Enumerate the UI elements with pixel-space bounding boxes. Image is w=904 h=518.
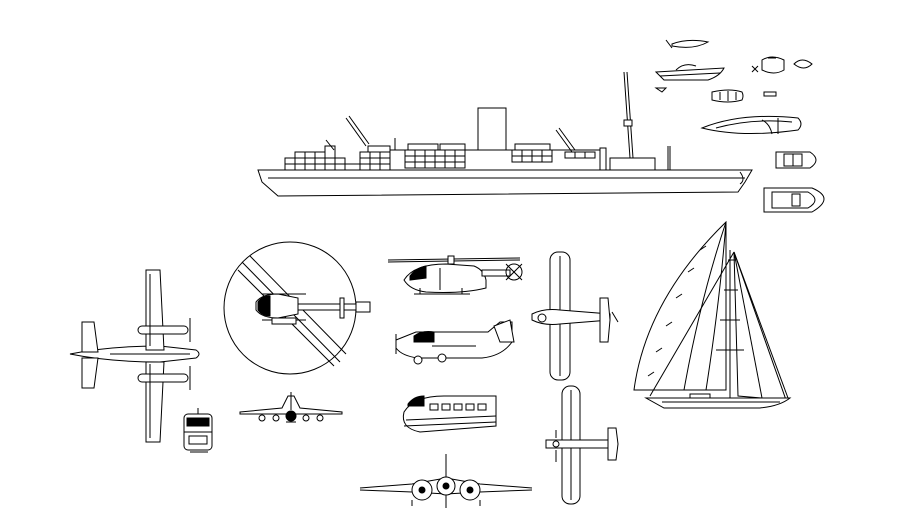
airplane-icon	[532, 252, 618, 380]
helicopter-icon	[388, 256, 522, 294]
train-icon	[184, 408, 212, 452]
train-icon	[403, 396, 496, 432]
speedboat-icon	[656, 40, 824, 212]
airplane-icon	[360, 454, 532, 508]
cargo-ship-icon	[258, 72, 752, 196]
sailboat-icon	[634, 222, 790, 408]
airplane-icon	[70, 270, 199, 442]
airplane-icon	[396, 320, 514, 364]
helicopter-icon	[224, 242, 370, 374]
airplane-icon	[240, 392, 342, 422]
airplane-icon	[546, 386, 618, 504]
